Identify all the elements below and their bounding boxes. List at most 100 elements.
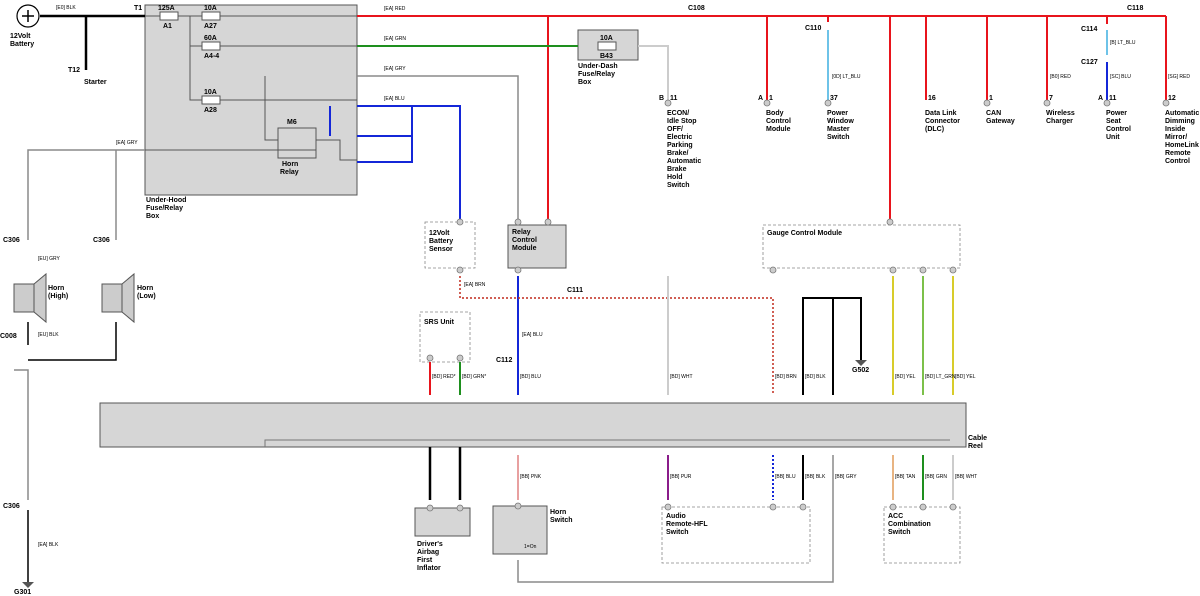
component-power-window-pin: 37: [830, 95, 838, 102]
fuse-a1-amp: 125A: [158, 5, 175, 12]
g301-label: G301: [14, 589, 31, 596]
audio-switch-label-3: Switch: [666, 529, 689, 536]
code-bd-yel: [BD] YEL: [895, 374, 916, 380]
underhood-label-1: Under-Hood: [146, 197, 186, 204]
code-sc-blu: [SC] BLU: [1110, 74, 1131, 80]
fuse-a28-amp: 10A: [204, 89, 217, 96]
component-econ-line-2: OFF/: [667, 126, 683, 133]
code-ea-blk: [EA] BLK: [38, 542, 59, 548]
c306c-label: C306: [3, 503, 20, 510]
srs-unit-box[interactable]: [419, 311, 471, 363]
component-dlc-line-2: (DLC): [925, 126, 944, 133]
fuse-a28-icon: [201, 95, 221, 105]
component-econ-line-7: Brake: [667, 166, 687, 173]
code-blu: [EA] BLU: [384, 96, 405, 102]
relay-ctrl-label-2: Control: [512, 237, 537, 244]
cable-reel-label-2: Reel: [968, 443, 983, 450]
component-econ-line-4: Parking: [667, 142, 693, 149]
ground-g502-icon: [855, 360, 867, 366]
component-auto-dimming-line-5: Remote: [1165, 150, 1191, 157]
component-auto-dimming-line-1: Dimming: [1165, 118, 1195, 125]
code-bd-yel2: [BD] YEL: [955, 374, 976, 380]
airbag-label-3: First: [417, 557, 433, 564]
underdash-label-1: Under-Dash: [578, 63, 618, 70]
component-econ-line-6: Automatic: [667, 158, 701, 165]
component-body-control-line-0: Body: [766, 110, 784, 117]
fuse-a44-icon: [201, 41, 221, 51]
fuse-b43-id: B43: [600, 53, 613, 60]
horn-switch-box[interactable]: [492, 505, 548, 555]
component-body-control-letter: A: [758, 95, 763, 102]
horn-relay-block[interactable]: [277, 127, 317, 159]
brown-dotted-wire: [459, 276, 774, 395]
underhood-label-2: Fuse/Relay: [146, 205, 183, 212]
relay-ctrl-label-3: Module: [512, 245, 537, 252]
c306b-label: C306: [93, 237, 110, 244]
code-blk: [E0] BLK: [56, 5, 76, 11]
relay-control-module-box[interactable]: [507, 224, 567, 269]
underdash-label-2: Fuse/Relay: [578, 71, 615, 78]
acc-switch-label-1: ACC: [888, 513, 903, 520]
code-grn: [EA] GRN: [384, 36, 406, 42]
airbag-inflator-box[interactable]: [414, 507, 471, 537]
fuse-a27-id: A27: [204, 23, 217, 30]
component-dlc-pin: 16: [928, 95, 936, 102]
c108-label: C108: [688, 5, 705, 12]
acc-switch-label-3: Switch: [888, 529, 911, 536]
code-ea-brn: [EA] BRN: [464, 282, 486, 288]
code-ltblu: [0D] LT_BLU: [832, 74, 861, 80]
fuse-a44-id: A4-4: [204, 53, 219, 60]
audio-switch-label-1: Audio: [666, 513, 686, 520]
relay-out-line: [316, 139, 357, 161]
fuse-bus-95: [189, 16, 357, 101]
acc-switch-label-2: Combination: [888, 521, 931, 528]
underhood-label-3: Box: [146, 213, 159, 220]
component-power-seat-line-2: Control: [1106, 126, 1131, 133]
code-bd-ltgrn: [BD] LT_GRN: [925, 374, 956, 380]
g502-label: G502: [852, 367, 869, 374]
component-auto-dimming[interactable]: 12AutomaticDimmingInsideMirror/HomeLinkR…: [1165, 95, 1199, 165]
code-bb-grn: [BB] GRN: [925, 474, 947, 480]
gray-wire-c306: [14, 369, 29, 500]
audio-switch-box[interactable]: [661, 506, 811, 564]
code-eu-gry: [EU] GRY: [38, 256, 61, 262]
code-bd-blk: [BD] BLK: [805, 374, 826, 380]
component-body-control-line-1: Control: [766, 118, 791, 125]
component-body-control-line-2: Module: [766, 126, 791, 133]
code-bb-blk: [BB] BLK: [805, 474, 826, 480]
c118-label: C118: [1127, 5, 1143, 12]
code-bd-grn: [BD] GRN*: [462, 374, 486, 380]
battery-label-2: Battery: [10, 41, 34, 48]
starter-label: Starter: [84, 79, 107, 86]
cable-reel-label-1: Cable: [968, 435, 987, 442]
c306a-label: C306: [3, 237, 20, 244]
blue-wire-relay-68: [357, 106, 413, 137]
gauge-module-label: Gauge Control Module: [767, 230, 842, 237]
code-ea-blu: [EA] BLU: [522, 332, 543, 338]
horn-relay-label-2: Relay: [280, 169, 299, 176]
code-bb-wht: [BB] WHT: [955, 474, 977, 480]
underdash-label-3: Box: [578, 79, 591, 86]
component-dlc-line-0: Data Link: [925, 110, 957, 117]
code-bd-red: [BD] RED*: [432, 374, 456, 380]
relay-ctrl-label-1: Relay: [512, 229, 531, 236]
code-bd-brn: [BD] BRN: [775, 374, 797, 380]
fuse-a27-amp: 10A: [204, 5, 217, 12]
battery-sensor-box[interactable]: [424, 221, 476, 269]
horn-high-label-2: (High): [48, 293, 68, 300]
component-power-seat-line-1: Seat: [1106, 118, 1121, 125]
code-b0-ltblu: [B] LT_BLU: [1110, 40, 1136, 46]
component-auto-dimming-line-2: Inside: [1165, 126, 1185, 133]
code-bb-blu: [BB] BLU: [775, 474, 796, 480]
component-power-window-line-3: Switch: [827, 134, 850, 141]
fuse-b43-icon: [597, 41, 617, 51]
horn-high-label-1: Horn: [48, 285, 64, 292]
